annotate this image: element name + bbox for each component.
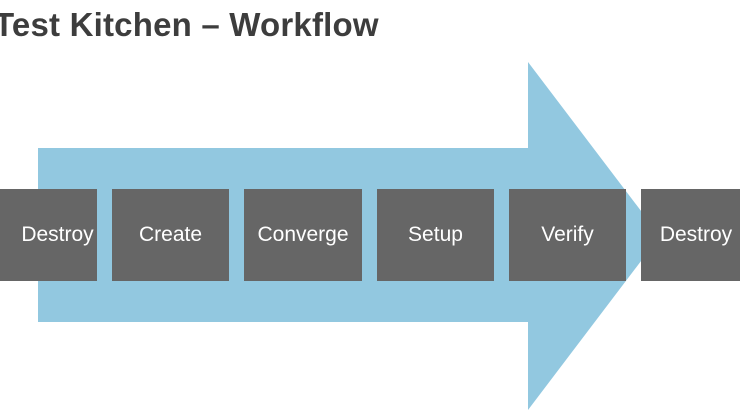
step-label: Destroy <box>21 223 94 246</box>
step-label: Converge <box>257 223 349 246</box>
step-destroy-end: Destroy <box>641 189 740 281</box>
step-converge: Converge <box>244 189 362 281</box>
step-label: Verify <box>541 223 594 246</box>
step-destroy-start: Destroy <box>0 189 97 281</box>
step-create: Create <box>112 189 229 281</box>
step-label: Destroy <box>659 223 733 246</box>
step-setup: Setup <box>377 189 494 281</box>
slide-title: Test Kitchen – Workflow <box>0 6 379 43</box>
step-label: Create <box>138 223 203 246</box>
step-label: Setup <box>408 223 463 246</box>
step-verify: Verify <box>509 189 626 281</box>
